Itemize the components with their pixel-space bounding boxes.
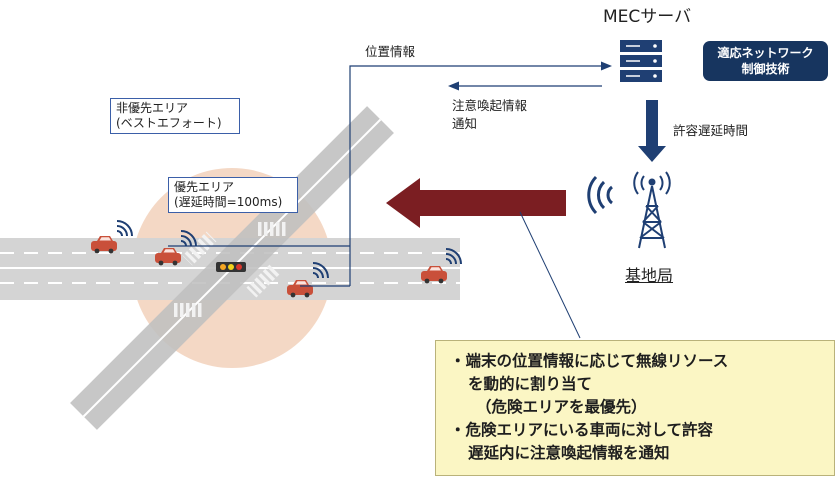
wireless-signal-icon (587, 175, 614, 215)
priority-line1: 優先エリア (174, 180, 235, 194)
non-priority-line2: (ベストエフォート) (116, 116, 222, 130)
adaptive-network-control-badge: 適応ネットワーク 制御技術 (703, 41, 828, 81)
non-priority-area-label: 非優先エリア (ベストエフォート) (110, 98, 240, 134)
latency-tolerance-label: 許容遅延時間 (673, 123, 749, 138)
callout-pointer (519, 211, 581, 339)
alert-label-line2: 通知 (452, 116, 478, 131)
alert-broadcast-arrow (386, 178, 566, 228)
position-info-label: 位置情報 (365, 44, 416, 59)
alert-label-line1: 注意喚起情報 (452, 98, 528, 113)
note-line: を動的に割り当て (468, 375, 593, 393)
priority-area-label: 優先エリア (遅延時間=100ms) (168, 177, 298, 213)
note-line: ・危険エリアにいる車両に対して許容 (450, 421, 714, 439)
note-line: ・端末の位置情報に応じて無線リソース (450, 352, 729, 370)
traffic-light-icon (216, 262, 246, 272)
position-info-lines (168, 65, 602, 287)
badge-line2: 制御技術 (741, 62, 790, 76)
mec-server-title: MECサーバ (603, 7, 692, 27)
crosswalks (172, 222, 288, 317)
non-priority-line1: 非優先エリア (116, 101, 189, 115)
antenna-tower-icon (633, 171, 671, 249)
arrow-alert (448, 81, 459, 91)
base-station-label: 基地局 (625, 266, 674, 285)
note-line: （危険エリアを最優先） (476, 398, 647, 416)
server-icon (620, 40, 662, 82)
alert-notification-label: 注意喚起情報 通知 (452, 97, 527, 133)
badge-line1: 適応ネットワーク (717, 46, 814, 60)
note-line: 遅延内に注意喚起情報を通知 (468, 444, 670, 462)
latency-down-arrow (638, 100, 666, 162)
priority-line2: (遅延時間=100ms) (174, 195, 283, 209)
arrow-to-server (601, 61, 612, 71)
summary-note: ・端末の位置情報に応じて無線リソース を動的に割り当て （危険エリアを最優先） … (435, 340, 835, 476)
wireless-signal-icon (116, 220, 133, 237)
